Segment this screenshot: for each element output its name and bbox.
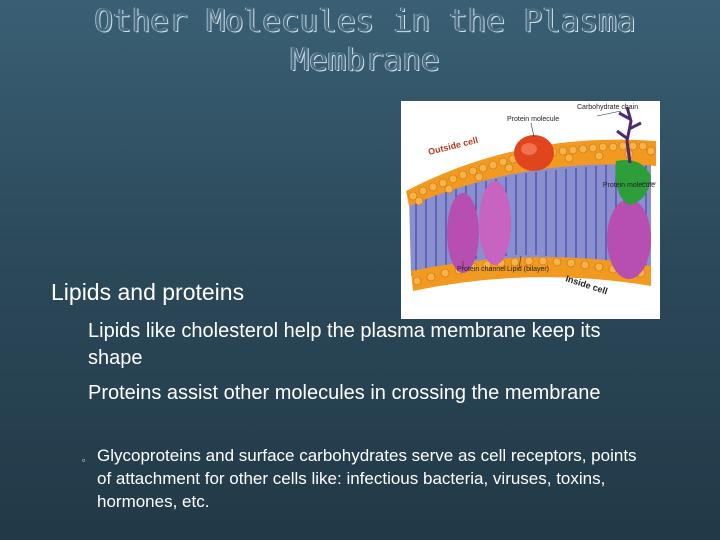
channel-protein-left — [447, 193, 479, 273]
bullet-text-proteins-assist: Proteins assist other molecules in cross… — [88, 382, 601, 404]
bullet-text-lipids-cholesterol: Lipids like cholesterol help the plasma … — [88, 320, 601, 369]
square-bullet-icon: ▫ — [82, 455, 86, 465]
label-protein-molecule: Protein molecule — [507, 116, 559, 123]
surface-protein-highlight — [521, 143, 537, 155]
membrane-illustration: Protein molecule Carbohydrate chain Outs… — [406, 104, 656, 296]
bullet-text-glycoproteins: Glycoproteins and surface carbohydrates … — [97, 446, 637, 511]
bullet-text-lipids-proteins: Lipids and proteins — [51, 279, 245, 305]
label-outside-cell: Outside cell — [427, 135, 479, 157]
bullet-level3-glycoproteins: ▫ Glycoproteins and surface carbohydrate… — [82, 444, 642, 513]
title-line-2: Membrane — [290, 42, 440, 78]
bullet-level2-proteins: Proteins assist other molecules in cross… — [60, 380, 650, 407]
title-line-1: Other Molecules in the Plasma — [94, 3, 636, 39]
label-pointers — [462, 110, 656, 270]
side-protein — [615, 160, 651, 205]
lipid-heads-top — [406, 139, 656, 206]
channel-protein-right — [479, 181, 511, 265]
slide-title: Other Molecules in the Plasma Membrane — [40, 2, 690, 80]
bullet-level2-lipids: Lipids like cholesterol help the plasma … — [60, 318, 650, 372]
plasma-membrane-diagram: Protein molecule Carbohydrate chain Outs… — [401, 101, 660, 319]
label-carbohydrate-chain: Carbohydrate chain — [577, 104, 638, 111]
channel-protein-far — [607, 199, 651, 279]
label-protein-channel: Protein channel — [457, 266, 506, 273]
label-protein-molecule-right: Protein molecule — [603, 182, 655, 189]
label-lipid-bilayer: Lipid (bilayer) — [507, 266, 549, 273]
carbohydrate-chain — [616, 106, 642, 164]
